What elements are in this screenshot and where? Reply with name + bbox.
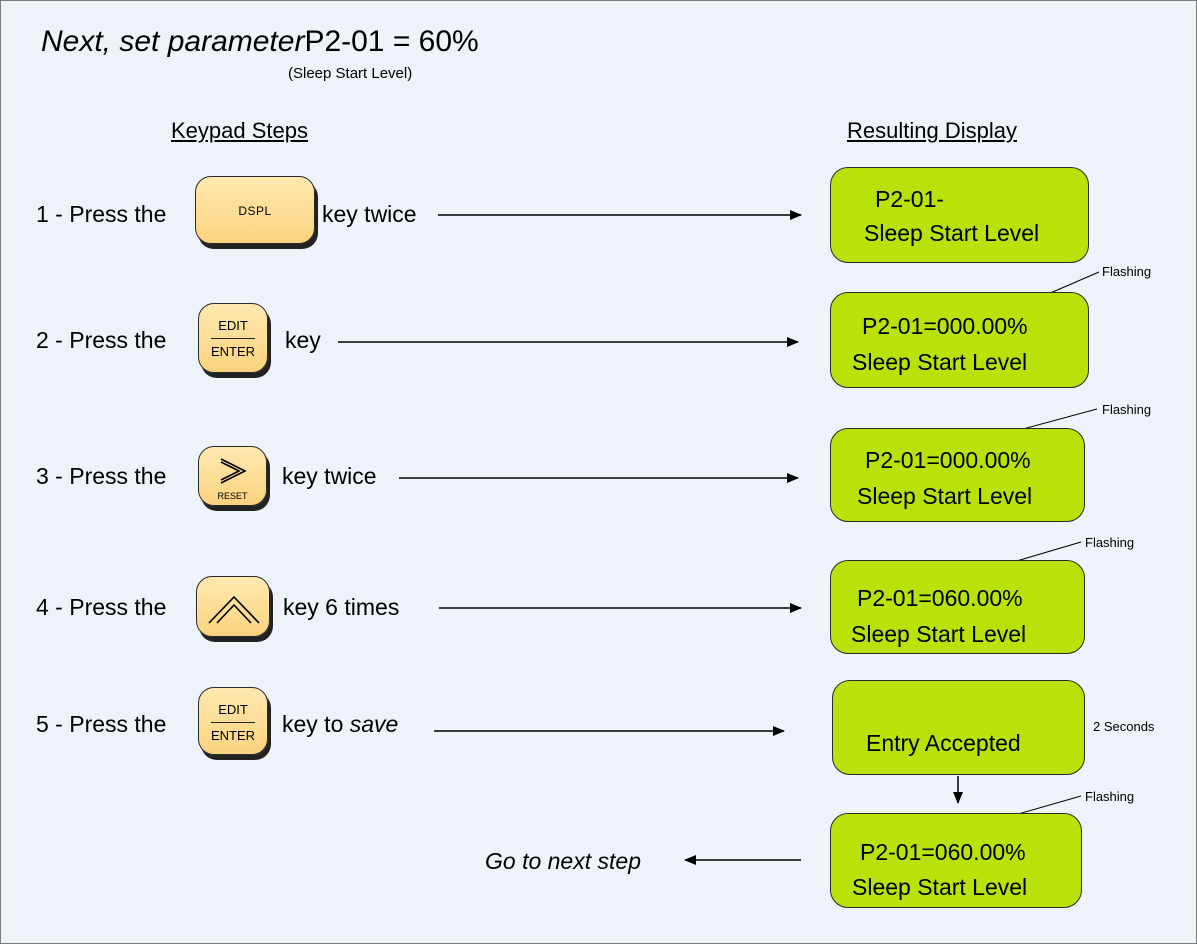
key-divider [211, 722, 255, 723]
display-1: P2-01- Sleep Start Level [830, 167, 1089, 263]
step5-text: 5 - Press the [36, 711, 167, 737]
step4-text: 4 - Press the [36, 594, 167, 620]
step2-text: 2 - Press the [36, 327, 167, 353]
dspl-key-label: DSPL [238, 204, 272, 218]
display-4-line1: P2-01=060.00% [857, 585, 1023, 611]
flashing-note-final: Flashing [1085, 789, 1135, 804]
display-final: P2-01=060.00% Sleep Start Level [830, 813, 1082, 908]
display-1-line1: P2-01- [875, 186, 945, 212]
flashing-note-2: Flashing [1102, 264, 1152, 279]
up-chevron-icon [208, 595, 260, 624]
display-5-line1: Entry Accepted [866, 730, 1021, 756]
step5-after-text: key to [282, 711, 344, 737]
key-divider [211, 338, 255, 339]
edit-label: EDIT [218, 318, 248, 333]
dspl-key[interactable]: DSPL [195, 176, 315, 244]
display-2: P2-01=000.00% Sleep Start Level [830, 292, 1089, 388]
keypad-steps-heading: Keypad Steps [171, 118, 308, 143]
step5-after: key to save [282, 711, 398, 738]
step1-text: 1 - Press the [36, 201, 167, 227]
display-final-line2: Sleep Start Level [852, 874, 1028, 900]
reset-key[interactable]: RESET [198, 446, 267, 506]
step3-text: 3 - Press the [36, 463, 167, 489]
flashing-note-4: Flashing [1085, 535, 1135, 550]
flashing-note-3: Flashing [1102, 402, 1152, 417]
resulting-display-heading: Resulting Display [847, 118, 1017, 143]
reset-label: RESET [217, 491, 248, 501]
step1-after: key twice [322, 201, 417, 227]
enter-label: ENTER [210, 728, 256, 743]
display-2-line1: P2-01=000.00% [862, 313, 1028, 339]
title-value: P2-01 = 60% [304, 25, 479, 58]
two-seconds-note: 2 Seconds [1093, 719, 1155, 734]
page-subtitle: (Sleep Start Level) [288, 65, 413, 82]
step4-after: key 6 times [283, 594, 400, 620]
go-to-next-step: Go to next step [485, 848, 641, 874]
display-5: Entry Accepted [832, 680, 1085, 775]
display-3-line2: Sleep Start Level [857, 483, 1033, 509]
display-1-line2: Sleep Start Level [864, 220, 1040, 246]
edit-label: EDIT [218, 702, 248, 717]
right-chevron-icon [220, 458, 247, 484]
edit-enter-key-save[interactable]: EDIT ENTER [198, 687, 268, 755]
edit-enter-key[interactable]: EDIT ENTER [198, 303, 268, 373]
display-3-line1: P2-01=000.00% [865, 447, 1031, 473]
step2-after: key [285, 327, 321, 353]
up-key[interactable] [196, 576, 270, 637]
step3-after: key twice [282, 463, 377, 489]
title-lead: Next, set parameter [41, 25, 305, 58]
display-final-line1: P2-01=060.00% [860, 839, 1026, 865]
display-3: P2-01=000.00% Sleep Start Level [830, 428, 1085, 522]
enter-label: ENTER [210, 344, 256, 359]
step5-save-word: save [349, 711, 399, 737]
display-4: P2-01=060.00% Sleep Start Level [830, 560, 1085, 654]
display-2-line2: Sleep Start Level [852, 349, 1028, 375]
page-title: Next, set parameterP2-01 = 60% [41, 25, 479, 59]
display-4-line2: Sleep Start Level [851, 621, 1027, 647]
